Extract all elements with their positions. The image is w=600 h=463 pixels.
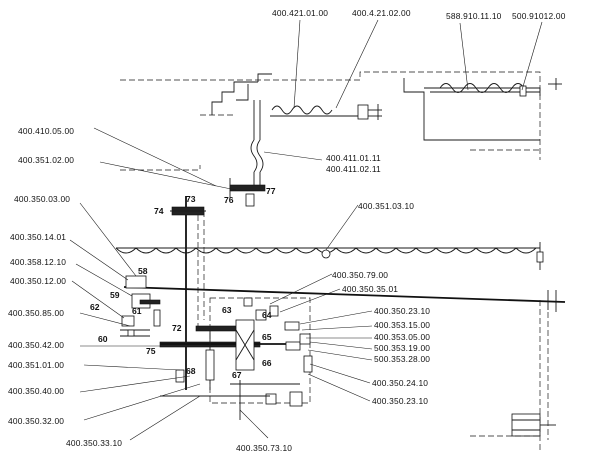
label-400-350-79-00: 400.350.79.00	[332, 270, 388, 280]
label-400-353-05-00: 400.353.05.00	[374, 332, 430, 342]
item-77: 77	[266, 186, 276, 196]
center-part-labels: 400.411.01.11 400.411.02.11 400.351.03.1…	[236, 153, 414, 453]
housing-outline	[120, 71, 541, 171]
label-400-350-23-10-a: 400.350.23.10	[374, 306, 430, 316]
label-500-91012-00: 500.91012.00	[512, 11, 566, 21]
item-62: 62	[90, 302, 100, 312]
central-gearbox	[159, 297, 313, 420]
item-75: 75	[146, 346, 156, 356]
label-400-350-32-00: 400.350.32.00	[8, 416, 64, 426]
item-63: 63	[222, 305, 232, 315]
label-400-350-73-10: 400.350.73.10	[236, 443, 292, 453]
label-400-350-40-00: 400.350.40.00	[8, 386, 64, 396]
leader-lines	[69, 19, 543, 441]
main-feed-shaft	[115, 242, 544, 270]
label-400-350-23-10-b: 400.350.23.10	[372, 396, 428, 406]
horizontal-main-shaft	[123, 286, 566, 450]
label-400-350-14-01: 400.350.14.01	[10, 232, 66, 242]
label-400-350-03-00: 400.350.03.00	[14, 194, 70, 204]
left-gear-block	[120, 275, 161, 337]
top-part-labels: 400.421.01.00 400.4.21.02.00 588.910.11.…	[272, 8, 566, 21]
item-60: 60	[98, 334, 108, 344]
label-400-410-05-00: 400.410.05.00	[18, 126, 74, 136]
label-400-411-01-11: 400.411.01.11	[326, 153, 381, 163]
label-400-353-15-00: 400.353.15.00	[374, 320, 430, 330]
item-68: 68	[186, 366, 196, 376]
label-400-350-85-00: 400.350.85.00	[8, 308, 64, 318]
label-400-421-01-00: 400.421.01.00	[272, 8, 328, 18]
label-400-350-24-10: 400.350.24.10	[372, 378, 428, 388]
label-400-350-33-10: 400.350.33.10	[66, 438, 122, 448]
label-400-351-02-00: 400.351.02.00	[18, 155, 74, 165]
item-76: 76	[224, 195, 234, 205]
item-66: 66	[262, 358, 272, 368]
gear-pair-73-74	[170, 196, 206, 390]
label-400-350-12-00: 400.350.12.00	[10, 276, 66, 286]
item-64: 64	[262, 310, 272, 320]
item-65: 65	[262, 332, 272, 342]
vertical-drive-shaft	[229, 100, 266, 207]
label-400-351-03-10: 400.351.03.10	[358, 201, 414, 211]
label-500-353-28-00: 500.353.28.00	[374, 354, 430, 364]
label-588-910-11-10: 588.910.11.10	[446, 11, 502, 21]
label-400-411-02-11: 400.411.02.11	[326, 164, 381, 174]
right-lead-screw	[430, 78, 562, 97]
left-part-labels: 400.410.05.00 400.351.02.00 400.350.03.0…	[8, 126, 122, 448]
label-500-353-19-00: 500.353.19.00	[374, 343, 430, 353]
item-67: 67	[232, 370, 242, 380]
item-73: 73	[186, 194, 196, 204]
label-400-358-12-10: 400.358.12.10	[10, 257, 66, 267]
item-61: 61	[132, 306, 142, 316]
item-numbers: 73 74 76 77 58 59 61 62 60 75 72 63 64 6…	[90, 186, 276, 380]
item-59: 59	[110, 290, 120, 300]
item-58: 58	[138, 266, 148, 276]
label-400-351-01-00: 400.351.01.00	[8, 360, 64, 370]
item-72: 72	[172, 323, 182, 333]
upper-lead-screw	[270, 104, 382, 120]
drive-motor	[470, 413, 556, 437]
label-400-421-02-00: 400.4.21.02.00	[352, 8, 411, 18]
item-74: 74	[154, 206, 164, 216]
label-400-350-35-01: 400.350.35.01	[342, 284, 398, 294]
right-part-labels: 400.350.23.10 400.353.15.00 400.353.05.0…	[372, 306, 430, 406]
label-400-350-42-00: 400.350.42.00	[8, 340, 64, 350]
